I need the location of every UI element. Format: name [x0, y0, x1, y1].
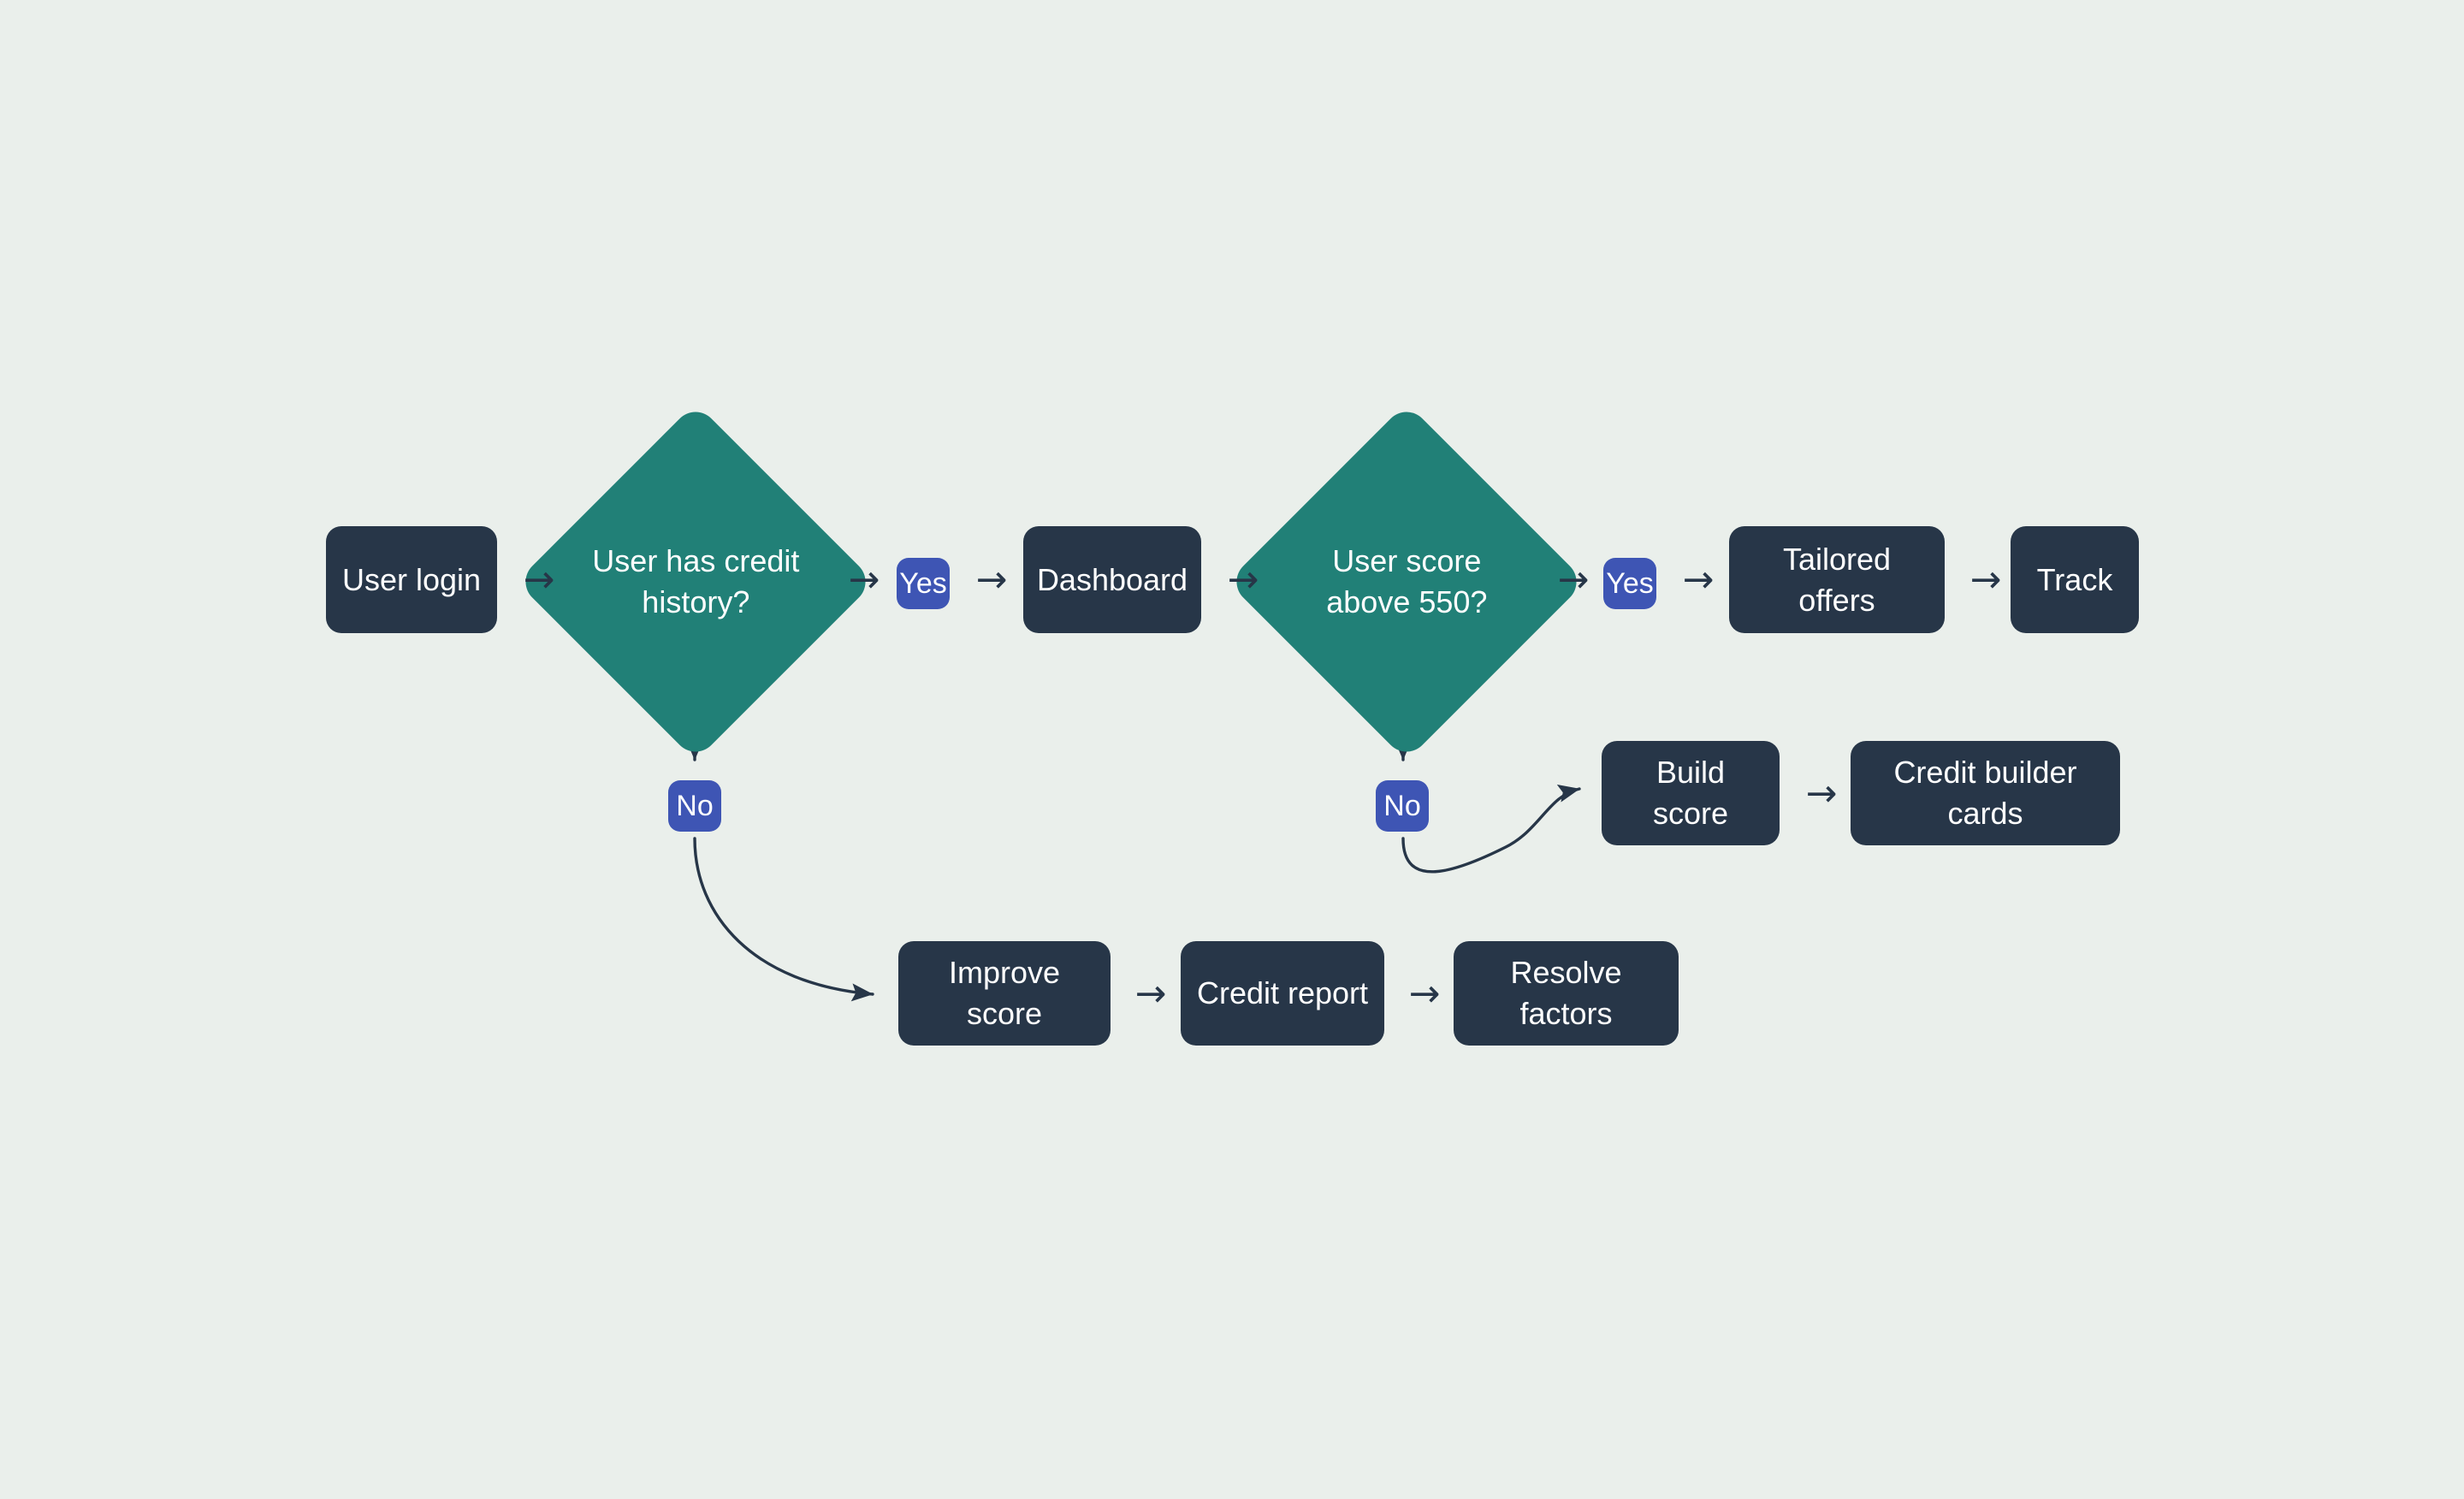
node-yes-2[interactable]: Yes — [1603, 558, 1656, 609]
node-label-track: Track — [2036, 561, 2113, 597]
node-tailored-offers[interactable]: Tailored offers — [1729, 526, 1945, 633]
node-label-build-score: Build score — [1652, 755, 1729, 831]
arrow-report-to-resolve-icon: → — [1408, 972, 1441, 1016]
node-no-2[interactable]: No — [1376, 780, 1429, 832]
node-label-credit-builder-cards: Credit builder cards — [1893, 755, 2077, 831]
arrow-decision2-to-yes2-icon: → — [1557, 558, 1590, 601]
arrow-improve-to-report-icon: → — [1134, 972, 1167, 1016]
node-label-yes-2: Yes — [1606, 566, 1654, 600]
node-user-login[interactable]: User login — [326, 526, 497, 633]
node-label-dashboard: Dashboard — [1036, 561, 1188, 597]
node-label-credit-report: Credit report — [1196, 975, 1369, 1011]
node-label-no-2: No — [1383, 789, 1421, 822]
node-improve-score[interactable]: Improve score — [898, 941, 1111, 1046]
node-no-1[interactable]: No — [668, 780, 721, 832]
arrow-build-to-cards-icon: → — [1805, 772, 1838, 815]
node-yes-1[interactable]: Yes — [897, 558, 950, 609]
arrow-login-to-decision1-icon: → — [523, 558, 555, 601]
node-credit-report[interactable]: Credit report — [1181, 941, 1384, 1046]
node-credit-builder-cards[interactable]: Credit builder cards — [1851, 741, 2120, 845]
node-label-yes-1: Yes — [899, 566, 947, 600]
node-label-resolve-factors: Resolve factors — [1510, 955, 1622, 1031]
connector-no2-curve-to-build — [1401, 785, 1581, 874]
node-label-improve-score: Improve score — [948, 955, 1061, 1031]
arrow-decision1-to-yes1-icon: → — [848, 558, 880, 601]
node-build-score[interactable]: Build score — [1602, 741, 1780, 845]
node-dashboard[interactable]: Dashboard — [1023, 526, 1201, 633]
connector-no1-curve-to-improve — [693, 837, 874, 1002]
node-track[interactable]: Track — [2011, 526, 2139, 633]
node-label-user-has-credit-history: User has credit history? — [591, 543, 800, 619]
node-user-score-above-550[interactable]: User score above 550? — [1227, 402, 1586, 761]
node-user-has-credit-history[interactable]: User has credit history? — [516, 402, 875, 761]
arrow-dashboard-to-decision2-icon: → — [1227, 558, 1259, 601]
node-resolve-factors[interactable]: Resolve factors — [1454, 941, 1679, 1046]
arrow-tailored-offers-to-track-icon: → — [1969, 558, 2002, 601]
node-label-user-login: User login — [341, 561, 482, 597]
node-label-no-1: No — [676, 789, 714, 822]
arrow-yes1-to-dashboard-icon: → — [975, 558, 1008, 601]
node-label-user-score-above-550: User score above 550? — [1325, 543, 1488, 619]
arrow-yes2-to-tailored-offers-icon: → — [1682, 558, 1715, 601]
node-label-tailored-offers: Tailored offers — [1782, 541, 1892, 618]
